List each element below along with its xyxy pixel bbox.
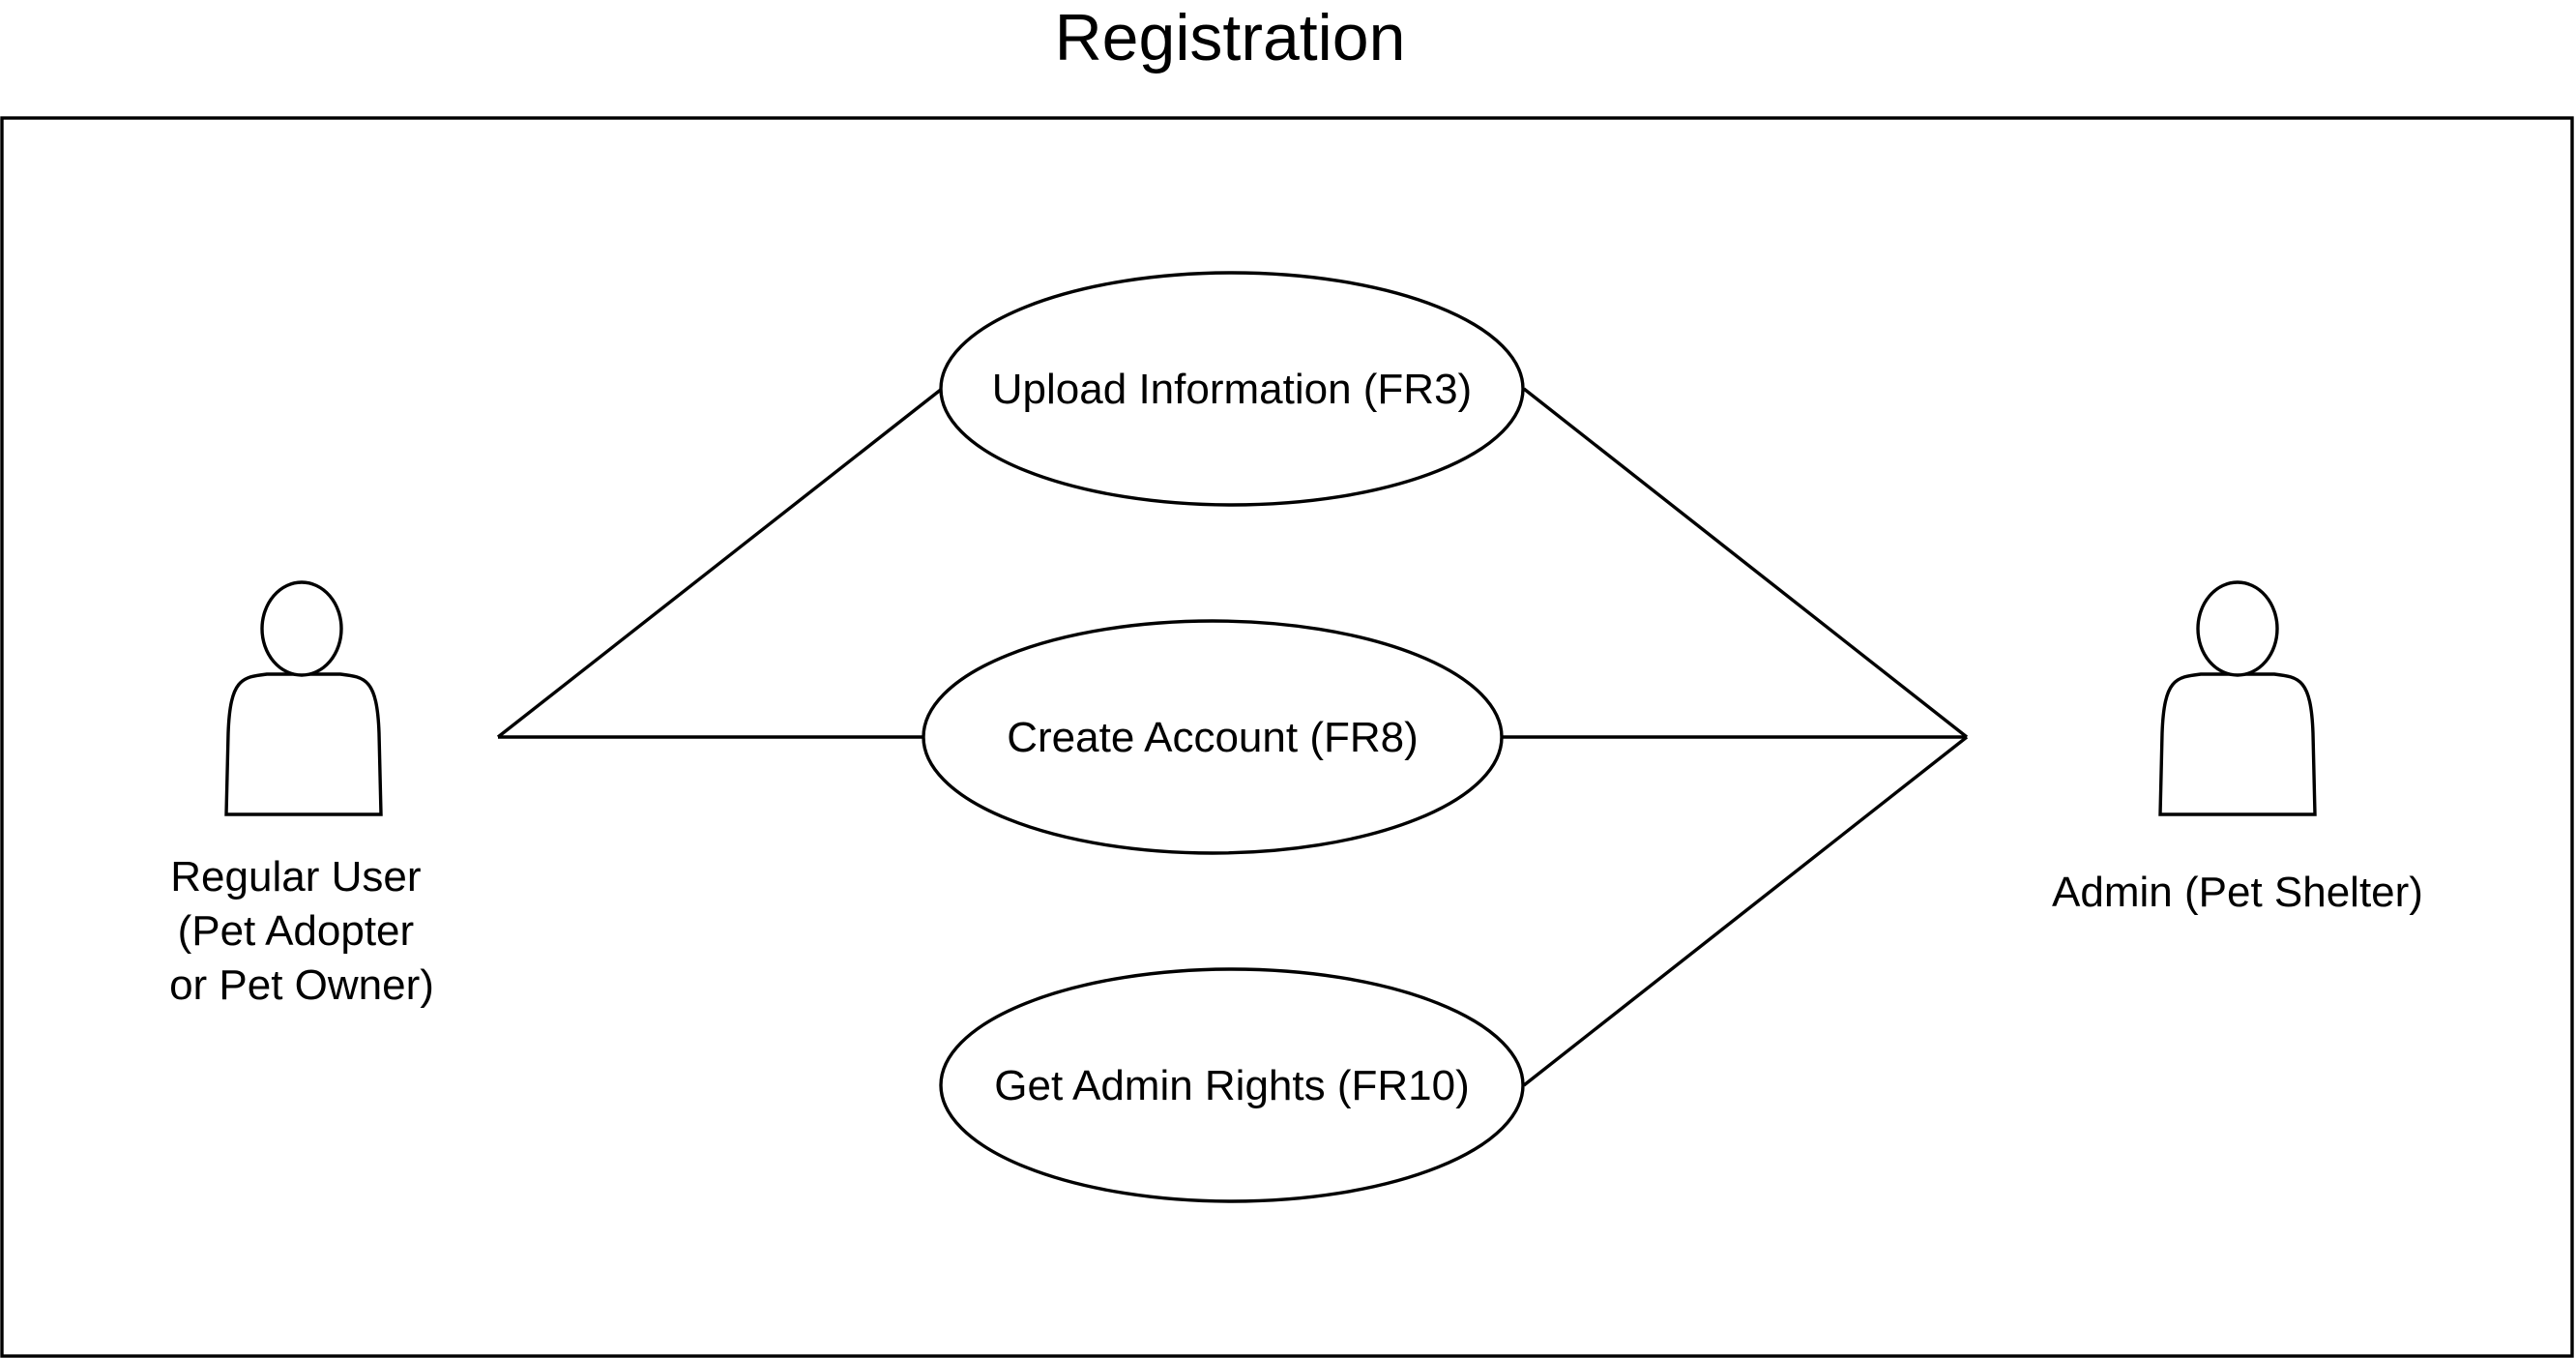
actor-label-line: or Pet Owner) <box>169 961 434 1009</box>
actor-admin: Admin (Pet Shelter) <box>2052 580 2423 916</box>
use-case-ellipse <box>939 967 1525 1203</box>
association-admin-upload <box>1522 387 1969 739</box>
association-lines <box>496 387 1969 1087</box>
use-case-label: Get Admin Rights (FR10) <box>994 1062 1470 1109</box>
association-admin-rights <box>1522 735 1969 1087</box>
actor-label-line: Regular User <box>170 853 421 900</box>
actor-label-line: (Pet Adopter <box>178 907 415 955</box>
diagram-title: Registration <box>1055 1 1406 74</box>
actor-label: Regular User (Pet Adopter or Pet Owner) <box>169 853 434 1009</box>
system-boundary <box>0 116 2574 1358</box>
actor-label: Admin (Pet Shelter) <box>2052 869 2423 916</box>
actor-person-icon <box>2158 580 2317 816</box>
use-case-ellipse <box>922 619 1504 855</box>
use-case-label: Create Account (FR8) <box>1007 714 1419 761</box>
use-case-get-admin-rights: Get Admin Rights (FR10) <box>939 967 1525 1203</box>
association-user-upload <box>496 387 944 739</box>
use-case-label: Upload Information (FR3) <box>992 366 1472 413</box>
use-case-create-account: Create Account (FR8) <box>922 619 1504 855</box>
actor-regular-user: Regular User (Pet Adopter or Pet Owner) <box>169 580 434 1009</box>
use-case-ellipse <box>939 271 1525 507</box>
actor-person-icon <box>224 580 383 816</box>
use-case-upload-information: Upload Information (FR3) <box>939 271 1525 507</box>
